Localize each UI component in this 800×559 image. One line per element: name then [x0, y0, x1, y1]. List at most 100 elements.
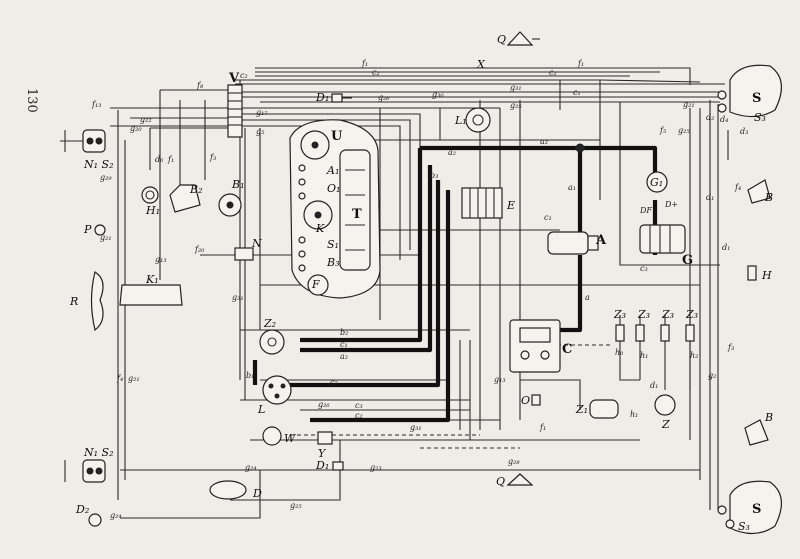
- sidelamp-top: N₁ S₂: [60, 129, 113, 171]
- svg-text:C: C: [562, 342, 572, 357]
- svg-text:L₁: L₁: [454, 114, 467, 127]
- horn-bottom: Q: [496, 473, 534, 488]
- junction-e: E: [461, 187, 515, 219]
- svg-text:g₂₄: g₂₄: [245, 463, 257, 472]
- svg-text:G: G: [682, 253, 693, 268]
- regulator-g1: G₁: [646, 171, 668, 193]
- reservoir-k1: K₁: [119, 273, 183, 306]
- sidelamp-bottom: N₁ S₂: [64, 446, 113, 483]
- svg-text:U: U: [331, 129, 343, 144]
- svg-text:f₃: f₃: [727, 343, 734, 352]
- svg-text:D₂: D₂: [75, 503, 89, 516]
- side-lamp-b-top: B: [747, 179, 773, 204]
- svg-text:b₁: b₁: [246, 371, 254, 380]
- relay-n: N: [234, 237, 262, 261]
- svg-text:L: L: [257, 403, 265, 416]
- svg-text:V: V: [228, 71, 240, 86]
- svg-text:G₁: G₁: [650, 176, 663, 189]
- svg-text:c₁: c₁: [544, 213, 552, 222]
- svg-text:Z₃: Z₃: [685, 308, 698, 321]
- svg-text:g₂₂: g₂₂: [140, 115, 152, 124]
- svg-text:d₃: d₃: [740, 127, 748, 136]
- page-number: 130: [24, 88, 39, 113]
- svg-text:H₁: H₁: [145, 204, 160, 217]
- svg-text:a₂: a₂: [340, 352, 348, 361]
- lamp-h1: H₁: [141, 186, 160, 217]
- svg-text:Z₃: Z₃: [613, 308, 626, 321]
- sensor-o: O: [521, 394, 541, 407]
- lamp-w: W: [262, 426, 297, 446]
- svg-text:Z₃: Z₃: [661, 308, 674, 321]
- svg-text:T: T: [352, 207, 362, 222]
- svg-text:c₃: c₃: [640, 264, 648, 273]
- svg-text:g₂₅: g₂₅: [678, 126, 690, 135]
- svg-text:f₁: f₁: [577, 59, 584, 68]
- svg-text:R: R: [69, 295, 78, 308]
- svg-text:D₁: D₁: [315, 91, 329, 104]
- switch-b1: B₁: [218, 178, 245, 217]
- svg-text:P: P: [83, 223, 92, 236]
- svg-text:f₁: f₁: [167, 155, 174, 164]
- svg-text:A: A: [595, 233, 607, 248]
- svg-text:h₀: h₀: [615, 348, 624, 357]
- svg-text:g₃₁: g₃₁: [232, 293, 244, 302]
- svg-text:c₂: c₂: [372, 68, 380, 77]
- svg-text:b₂: b₂: [340, 328, 348, 337]
- svg-text:b₃: b₃: [430, 171, 438, 180]
- svg-text:B₂: B₂: [189, 183, 203, 196]
- svg-text:f₁₃: f₁₃: [91, 100, 101, 109]
- svg-text:Z₁: Z₁: [575, 403, 588, 416]
- svg-text:c₂: c₂: [355, 411, 363, 420]
- svg-text:N: N: [251, 237, 262, 250]
- svg-text:g₂₄: g₂₄: [110, 511, 122, 520]
- svg-text:f₄: f₄: [734, 183, 741, 192]
- svg-text:h₁: h₁: [640, 351, 648, 360]
- svg-text:h₁: h₁: [630, 410, 638, 419]
- svg-text:O₁: O₁: [327, 182, 340, 195]
- svg-text:DF: DF: [639, 206, 652, 215]
- svg-text:d₁: d₁: [650, 381, 658, 390]
- svg-text:c₂: c₂: [240, 71, 248, 80]
- diode-d1-top: D₁: [315, 91, 352, 104]
- svg-text:Z₃: Z₃: [637, 308, 650, 321]
- diode-d1-bottom: D₁: [315, 459, 344, 472]
- svg-text:f₂₀: f₂₀: [194, 245, 205, 254]
- ignition-coil-z1: Z₁: [575, 399, 619, 419]
- fuse-box-v: V: [227, 71, 243, 138]
- svg-text:g₂₆: g₂₆: [378, 93, 390, 102]
- instrument-panel: U A₁ O₁ T K S₁ B₃ F: [289, 119, 381, 299]
- svg-text:g₃₀: g₃₀: [432, 90, 444, 99]
- svg-text:D+: D+: [664, 200, 678, 209]
- svg-text:Y: Y: [318, 447, 327, 460]
- svg-text:F: F: [311, 278, 320, 291]
- spark-plugs: Z₃ Z₃ Z₃ Z₃: [613, 308, 698, 342]
- svg-text:f₈: f₈: [196, 81, 204, 90]
- light-switch-l: L: [257, 375, 292, 416]
- switch-p: P: [83, 223, 106, 236]
- svg-text:A₁: A₁: [326, 164, 339, 177]
- svg-text:g₂₉: g₂₉: [100, 173, 112, 182]
- svg-text:Z: Z: [661, 418, 670, 431]
- svg-text:g₅: g₅: [256, 127, 265, 136]
- headlamp-top: S S₃: [717, 64, 782, 124]
- dome-lamp-d: D: [209, 480, 262, 500]
- svg-text:Q: Q: [497, 33, 506, 46]
- generator-g: DF D+ G: [639, 200, 693, 268]
- svg-text:g₂₈: g₂₈: [508, 457, 520, 466]
- side-lamp-b-bottom: B: [744, 411, 773, 446]
- svg-text:D: D: [252, 487, 262, 500]
- svg-text:X: X: [476, 58, 486, 71]
- svg-text:B₃: B₃: [326, 256, 340, 269]
- lamp-l1: L₁: [454, 107, 491, 133]
- svg-text:N₁ S₂: N₁ S₂: [83, 158, 113, 171]
- svg-text:N₁ S₂: N₁ S₂: [83, 446, 113, 459]
- svg-text:S₁: S₁: [327, 238, 339, 251]
- svg-text:d₁: d₁: [722, 243, 730, 252]
- svg-text:h₂: h₂: [690, 351, 698, 360]
- switch-z2: Z₂: [259, 317, 285, 355]
- svg-text:Q: Q: [496, 475, 505, 488]
- svg-text:K₁: K₁: [145, 273, 159, 286]
- svg-text:f₁: f₁: [539, 423, 546, 432]
